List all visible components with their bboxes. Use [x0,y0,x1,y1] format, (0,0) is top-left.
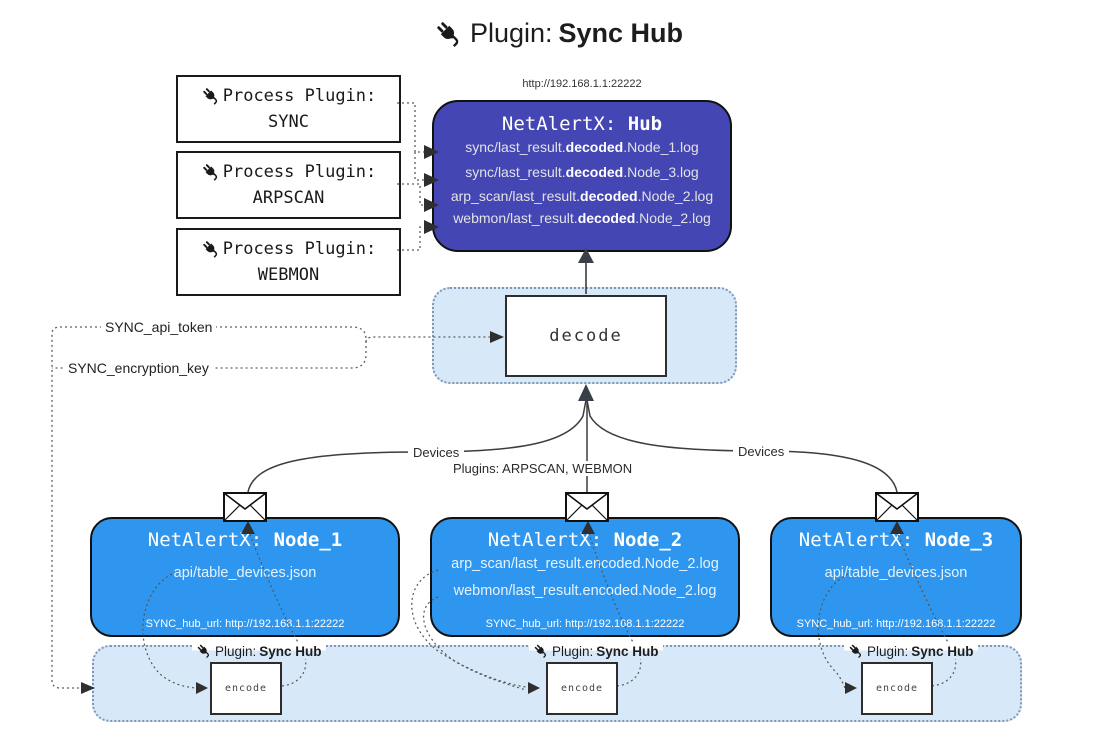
process-plugin-name: SYNC [268,112,309,132]
title-prefix: Plugin: [469,18,553,48]
hub-box: NetAlertX: Hub sync/last_result.decoded.… [432,100,732,252]
envelope-icon [875,492,919,522]
hub-log-line: webmon/last_result.decoded.Node_2.log [453,210,711,226]
plug-icon [849,644,861,658]
node1-hub-url: SYNC_hub_url: http://192.168.1.1:22222 [145,618,345,630]
process-plugin-arpscan: Process Plugin: ARPSCAN [176,151,401,219]
process-plugin-label: Process Plugin: [222,239,377,259]
plug-icon [202,241,217,258]
plug-icon [197,644,209,658]
page-title: Plugin: Sync Hub [0,18,1117,49]
hub-title: NetAlertX: Hub [502,113,662,135]
hub-log-line: sync/last_result.decoded.Node_1.log [465,139,699,155]
devices-edge-label-left: Devices [408,445,465,460]
plug-icon [202,88,217,105]
encode-box: encode [210,662,282,715]
node2-file: arp_scan/last_result.encoded.Node_2.log [451,556,719,572]
node1-file: api/table_devices.json [173,565,317,581]
plug-icon [202,164,217,181]
hub-title-bold: Hub [627,113,663,135]
process-plugin-webmon: Process Plugin: WEBMON [176,228,401,296]
node2-title: NetAlertX: Node_2 [487,529,683,551]
node2-box: NetAlertX: Node_2 arp_scan/last_result.e… [430,517,740,637]
process-plugin-sync: Process Plugin: SYNC [176,75,401,143]
plugins-edge-label: Plugins: ARPSCAN, WEBMON [448,461,638,476]
sync-unit-label: Plugin: Sync Hub [192,643,326,659]
node1-box: NetAlertX: Node_1 api/table_devices.json… [90,517,400,637]
sync-unit-label: Plugin: Sync Hub [529,643,663,659]
node2-hub-url: SYNC_hub_url: http://192.168.1.1:22222 [485,618,685,630]
node2-file: webmon/last_result.encoded.Node_2.log [453,583,717,599]
hub-title-prefix: NetAlertX: [501,113,628,135]
process-plugin-label: Process Plugin: [222,86,377,106]
node3-file: api/table_devices.json [824,565,968,581]
node1-title: NetAlertX: Node_1 [147,529,343,551]
encode-box: encode [861,662,933,715]
hub-log-line: sync/last_result.decoded.Node_3.log [465,164,699,180]
node3-title: NetAlertX: Node_3 [798,529,994,551]
process-plugin-label: Process Plugin: [222,162,377,182]
sync-api-token-label: SYNC_api_token [101,319,217,335]
encode-box: encode [546,662,618,715]
sync-encryption-key-label: SYNC_encryption_key [64,360,213,376]
process-plugin-name: WEBMON [257,265,320,285]
node3-box: NetAlertX: Node_3 api/table_devices.json… [770,517,1022,637]
process-plugin-name: ARPSCAN [252,188,325,208]
plug-icon [437,21,459,47]
envelope-icon [565,492,609,522]
hub-url-label: http://192.168.1.1:22222 [522,78,642,90]
envelope-icon [223,492,267,522]
sync-unit-label: Plugin: Sync Hub [844,643,978,659]
decode-box: decode [505,295,667,377]
hub-log-line: arp_scan/last_result.decoded.Node_2.log [450,188,714,204]
title-bold: Sync Hub [558,18,684,48]
node3-hub-url: SYNC_hub_url: http://192.168.1.1:22222 [796,618,996,630]
plug-icon [534,644,546,658]
devices-edge-label-right: Devices [733,444,790,459]
